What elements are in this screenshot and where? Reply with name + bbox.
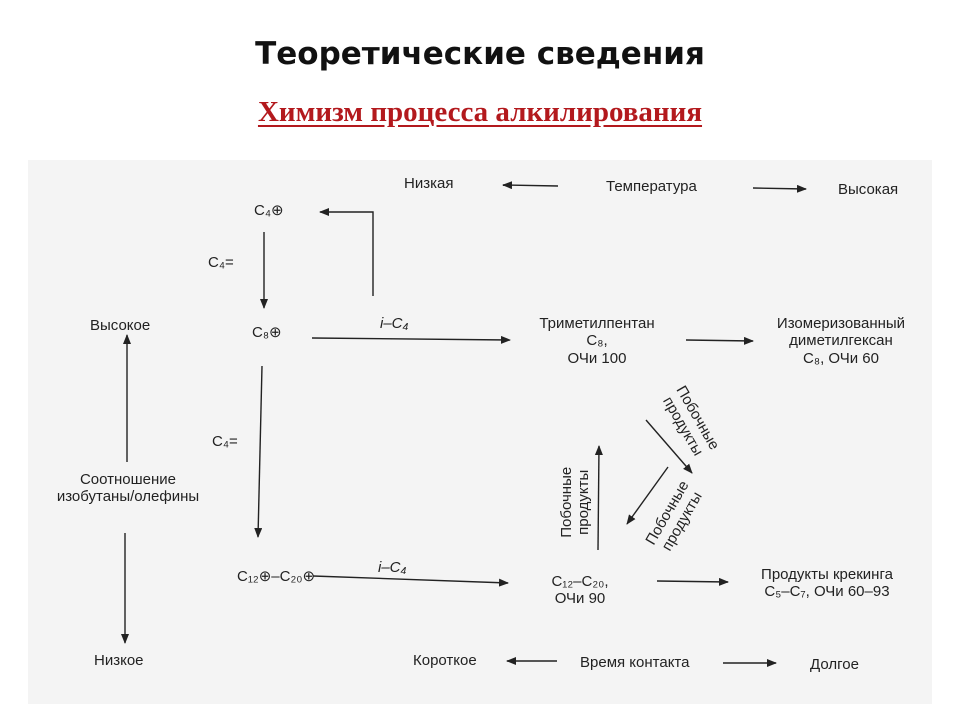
arrow-c8-tmp: [311, 335, 511, 344]
arrow-loop-c4: [319, 208, 374, 296]
arrow-side-diag-back: [626, 466, 669, 525]
product-isomerized: Изомеризованный диметилгексан C₈, ОЧи 60: [752, 315, 930, 367]
page-subtitle: Химизм процесса алкилирования: [257, 96, 703, 128]
arrow-side-diag-down: [645, 419, 693, 474]
page-title: Теоретические сведения: [255, 36, 705, 72]
tmp-formula: C₈,: [586, 332, 608, 350]
arrow-tmp-iso: [685, 336, 754, 345]
tmp-octane: ОЧи 100: [567, 349, 627, 367]
product-trimethylpentane: Триметилпентан C₈, ОЧи 100: [517, 315, 677, 367]
temp-high-label: Высокая: [838, 181, 899, 198]
byproduct-a-line2: продукты: [575, 469, 592, 535]
crack-line1: Продукты крекинга: [761, 566, 893, 583]
product-cracking: Продукты крекинга C₅–C₇, ОЧи 60–93: [742, 566, 912, 601]
arrow-heavy-crack: [656, 577, 729, 586]
c4-cation: C₄⊕: [254, 202, 284, 219]
ratio-label-line2: изобутаны/олефины: [56, 488, 200, 506]
ratio-high-label: Высокое: [90, 317, 151, 334]
tmp-name: Триметилпентан: [539, 315, 655, 332]
byproduct-a-line1: Побочные: [557, 466, 575, 538]
diagram-panel: [28, 160, 932, 704]
arrow-temp-low: [502, 181, 559, 190]
isobutane-1: i–C₄: [380, 315, 409, 332]
c8-cation: C₈⊕: [252, 324, 282, 341]
time-label: Время контакта: [580, 654, 690, 671]
arrow-side-up: [594, 445, 603, 551]
crack-line2: C₅–C₇, ОЧи 60–93: [764, 583, 890, 601]
iso-line1: Изомеризованный: [776, 315, 906, 332]
temp-low-label: Низкая: [404, 175, 454, 192]
heavy-octane: ОЧи 90: [554, 590, 606, 608]
c4-olefin-1: C₄=: [208, 254, 234, 271]
ratio-low-label: Низкое: [94, 652, 144, 669]
byproduct-vertical: Побочные продукты: [558, 457, 593, 547]
ratio-label-line1: Соотношение: [79, 471, 177, 488]
isobutane-2: i–C₄: [378, 559, 407, 576]
iso-line2: диметилгексан: [789, 332, 893, 350]
arrow-temp-high: [752, 184, 807, 193]
ratio-label: Соотношение изобутаны/олефины: [38, 471, 218, 506]
temp-label: Температура: [606, 178, 697, 195]
heavy-formula: C₁₂–C₂₀,: [551, 573, 609, 590]
iso-line3: C₈, ОЧи 60: [803, 349, 879, 367]
time-long-label: Долгое: [810, 656, 859, 673]
c4-olefin-2: C₄=: [212, 433, 238, 450]
product-heavy: C₁₂–C₂₀, ОЧи 90: [520, 573, 640, 608]
arrow-c8-c12: [254, 365, 263, 538]
c12-c20-cation: C₁₂⊕–C₂₀⊕: [237, 568, 316, 585]
arrow-c12-heavy: [312, 575, 509, 587]
time-short-label: Короткое: [413, 652, 477, 669]
